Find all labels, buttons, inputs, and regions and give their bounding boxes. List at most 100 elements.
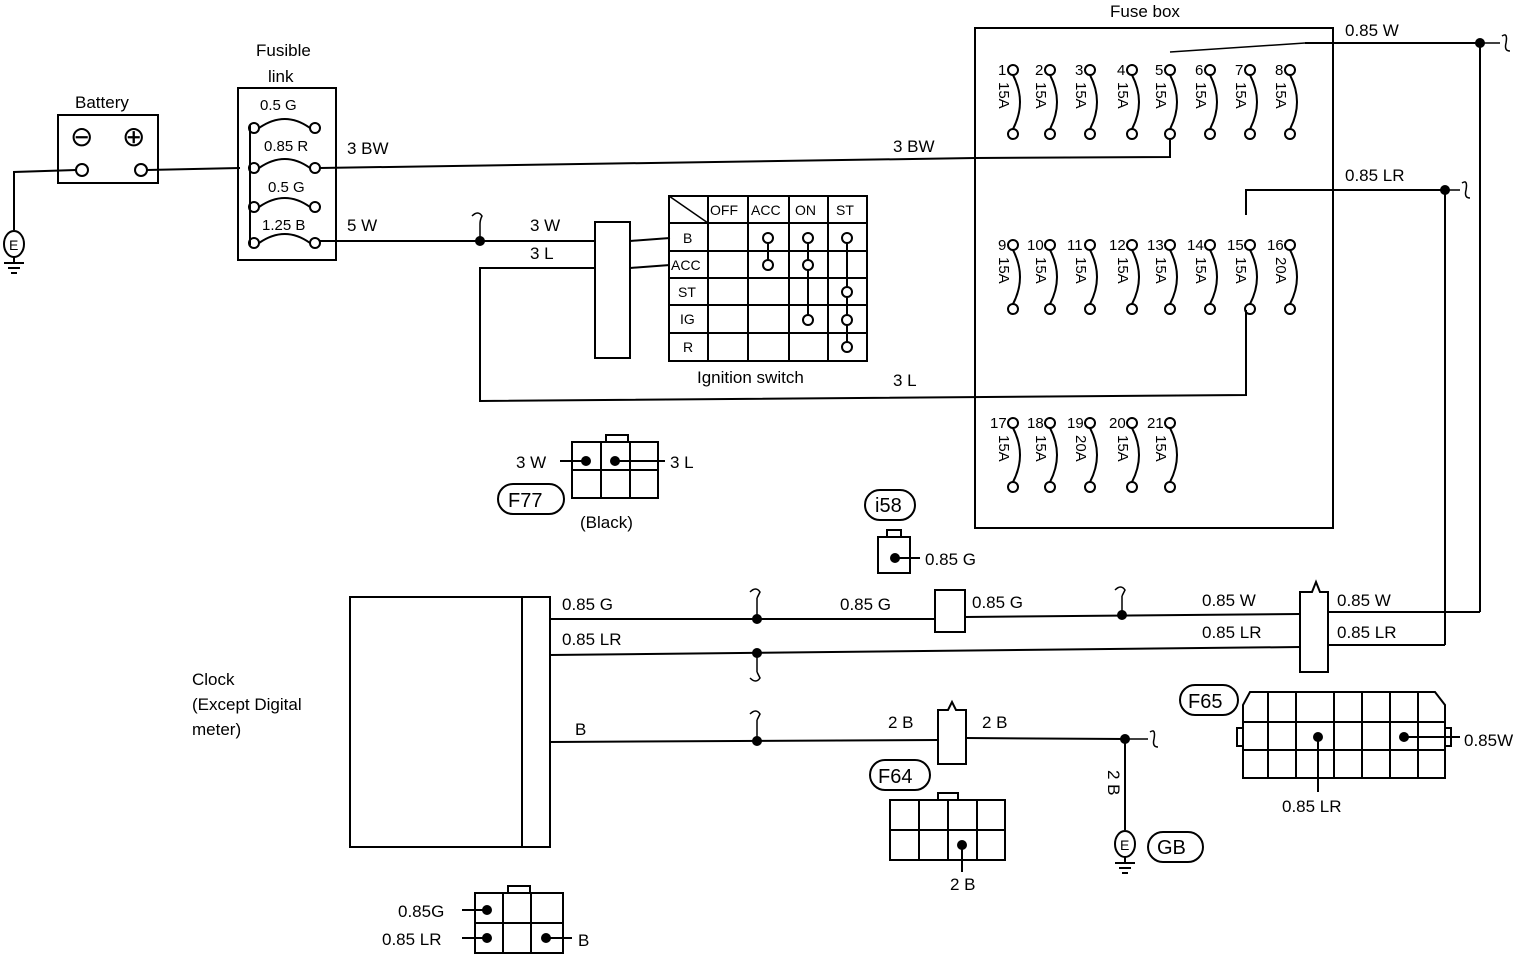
fuse-terminal	[1244, 303, 1256, 315]
wire-label-3w: 3 W	[530, 216, 560, 235]
fuse-terminal	[1284, 64, 1296, 76]
fuse-terminal	[1164, 239, 1176, 251]
wire-3l	[479, 267, 1247, 403]
fuse-terminal	[1164, 128, 1176, 140]
fuse-element	[1089, 74, 1098, 130]
wire-continuation-mark	[1114, 586, 1126, 615]
fuse-element	[1249, 249, 1258, 305]
battery-neg-terminal	[75, 163, 89, 177]
fuse-number: 13	[1147, 237, 1164, 254]
fusible-link-title-1: Fusible	[256, 41, 311, 60]
fuse-number: 17	[990, 415, 1007, 432]
f64-id: F64	[878, 766, 912, 788]
wire-label-3bw-right: 3 BW	[893, 137, 935, 156]
clock-conn-g: 0.85G	[398, 902, 444, 921]
fuse-terminal	[1044, 481, 1056, 493]
fuse-terminal	[1164, 417, 1176, 429]
fuse-terminal	[1204, 128, 1216, 140]
ign-row-st: ST	[678, 284, 696, 300]
wire-label-5w: 5 W	[347, 216, 377, 235]
fuse-rating: 20A	[1072, 435, 1089, 462]
wire-label-085lr-c: 0.85 LR	[1337, 623, 1397, 642]
fuse-terminal	[1084, 481, 1096, 493]
fuse-terminal	[1284, 128, 1296, 140]
fuse-terminal	[1284, 239, 1296, 251]
fuse-terminal	[1044, 303, 1056, 315]
f77-badge	[497, 483, 565, 515]
fuse-terminal	[1164, 64, 1176, 76]
wire-continuation-mark	[1125, 730, 1159, 748]
wire-label-085lr-top: 0.85 LR	[1345, 166, 1405, 185]
battery-body	[57, 114, 159, 184]
fuse-rating: 15A	[1032, 82, 1049, 109]
connector-i58: i58 0.85 G	[864, 489, 976, 574]
fuse-rating: 15A	[1032, 257, 1049, 284]
wire-3bw	[319, 157, 976, 169]
battery-label: Battery	[75, 93, 129, 112]
fuse-number: 3	[1075, 62, 1083, 79]
gb-label: GB	[1157, 837, 1186, 859]
fuse-rating: 15A	[1072, 257, 1089, 284]
fuse-number: 18	[1027, 415, 1044, 432]
inline-connector-b	[937, 699, 967, 765]
ign-col-st: ST	[836, 202, 854, 218]
fuse-rating: 15A	[1072, 82, 1089, 109]
ground-e-label: E	[9, 237, 18, 253]
fuse-rating: 15A	[1114, 435, 1131, 462]
fuse-element	[1169, 427, 1178, 483]
wire-label-085lr-a: 0.85 LR	[562, 630, 622, 649]
wire-label-085w-a: 0.85 W	[1202, 591, 1256, 610]
fuse-element	[1012, 74, 1021, 130]
wire-label-2b-vertical: 2 B	[1104, 770, 1123, 796]
fusible-link-label-2: 0.85 R	[264, 138, 308, 155]
clock-label-3: meter)	[192, 720, 241, 739]
wire-label-085g-c: 0.85 G	[972, 593, 1023, 612]
fusible-link-label-1: 0.5 G	[260, 97, 297, 114]
fuse-terminal	[1244, 64, 1256, 76]
fuse-number: 12	[1109, 237, 1126, 254]
wire-label-3l-bottom: 3 L	[893, 371, 917, 390]
fuse-rating: 15A	[1192, 82, 1209, 109]
f77-right-wire: 3 L	[670, 453, 694, 472]
fuse-rating: 15A	[1114, 257, 1131, 284]
fuse-terminal	[1284, 303, 1296, 315]
ignition-harness-connector	[594, 221, 631, 359]
fuse-rating: 15A	[995, 257, 1012, 284]
wire-label-085w-top: 0.85 W	[1345, 21, 1399, 40]
ign-row-r: R	[683, 339, 693, 355]
f64-badge	[869, 759, 931, 791]
ground-gb-e: E	[1120, 837, 1129, 853]
wire-label-085g-a: 0.85 G	[562, 595, 613, 614]
wire-2b	[965, 737, 1126, 740]
fuse-terminal	[1007, 64, 1019, 76]
fusible-link-label-4: 1.25 B	[262, 217, 305, 234]
wire-label-3l: 3 L	[530, 244, 554, 263]
fuse-terminal	[1084, 128, 1096, 140]
f77-color: (Black)	[580, 513, 633, 532]
wire-085lr-top	[1245, 189, 1445, 215]
fuse-number: 2	[1035, 62, 1043, 79]
wire-3bw-fuse5	[974, 140, 1171, 159]
fuse-terminal	[1204, 303, 1216, 315]
fuse-number: 9	[998, 237, 1006, 254]
ign-row-ig: IG	[680, 311, 695, 327]
clock-conn-b: B	[578, 931, 589, 950]
fuse-element	[1131, 74, 1140, 130]
wire-label-2b-b: 2 B	[982, 713, 1008, 732]
fuse-element	[1169, 74, 1178, 130]
fusible-link-title-2: link	[268, 67, 294, 86]
f65-wire-bottom: 0.85 LR	[1282, 797, 1342, 816]
fuse-terminal	[1044, 417, 1056, 429]
connector-f64: F64 2 B	[869, 759, 1006, 894]
wire-continuation-mark	[1480, 34, 1511, 52]
